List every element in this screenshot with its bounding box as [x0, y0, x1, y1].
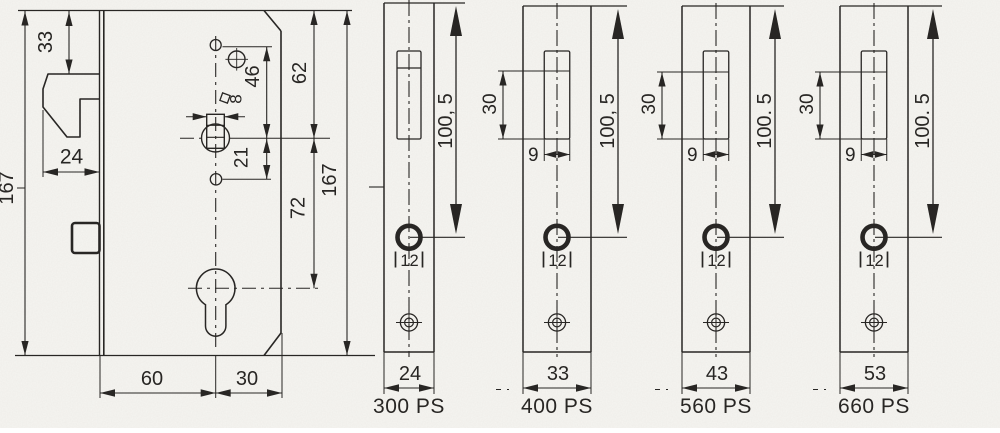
lock-drawing-canvas: 33167248462162721676030100, 51224300 PS3…	[0, 0, 1000, 428]
technical-drawing-sheet: 33167248462162721676030100, 51224300 PS3…	[0, 0, 1000, 428]
paper-grain	[0, 0, 1000, 428]
